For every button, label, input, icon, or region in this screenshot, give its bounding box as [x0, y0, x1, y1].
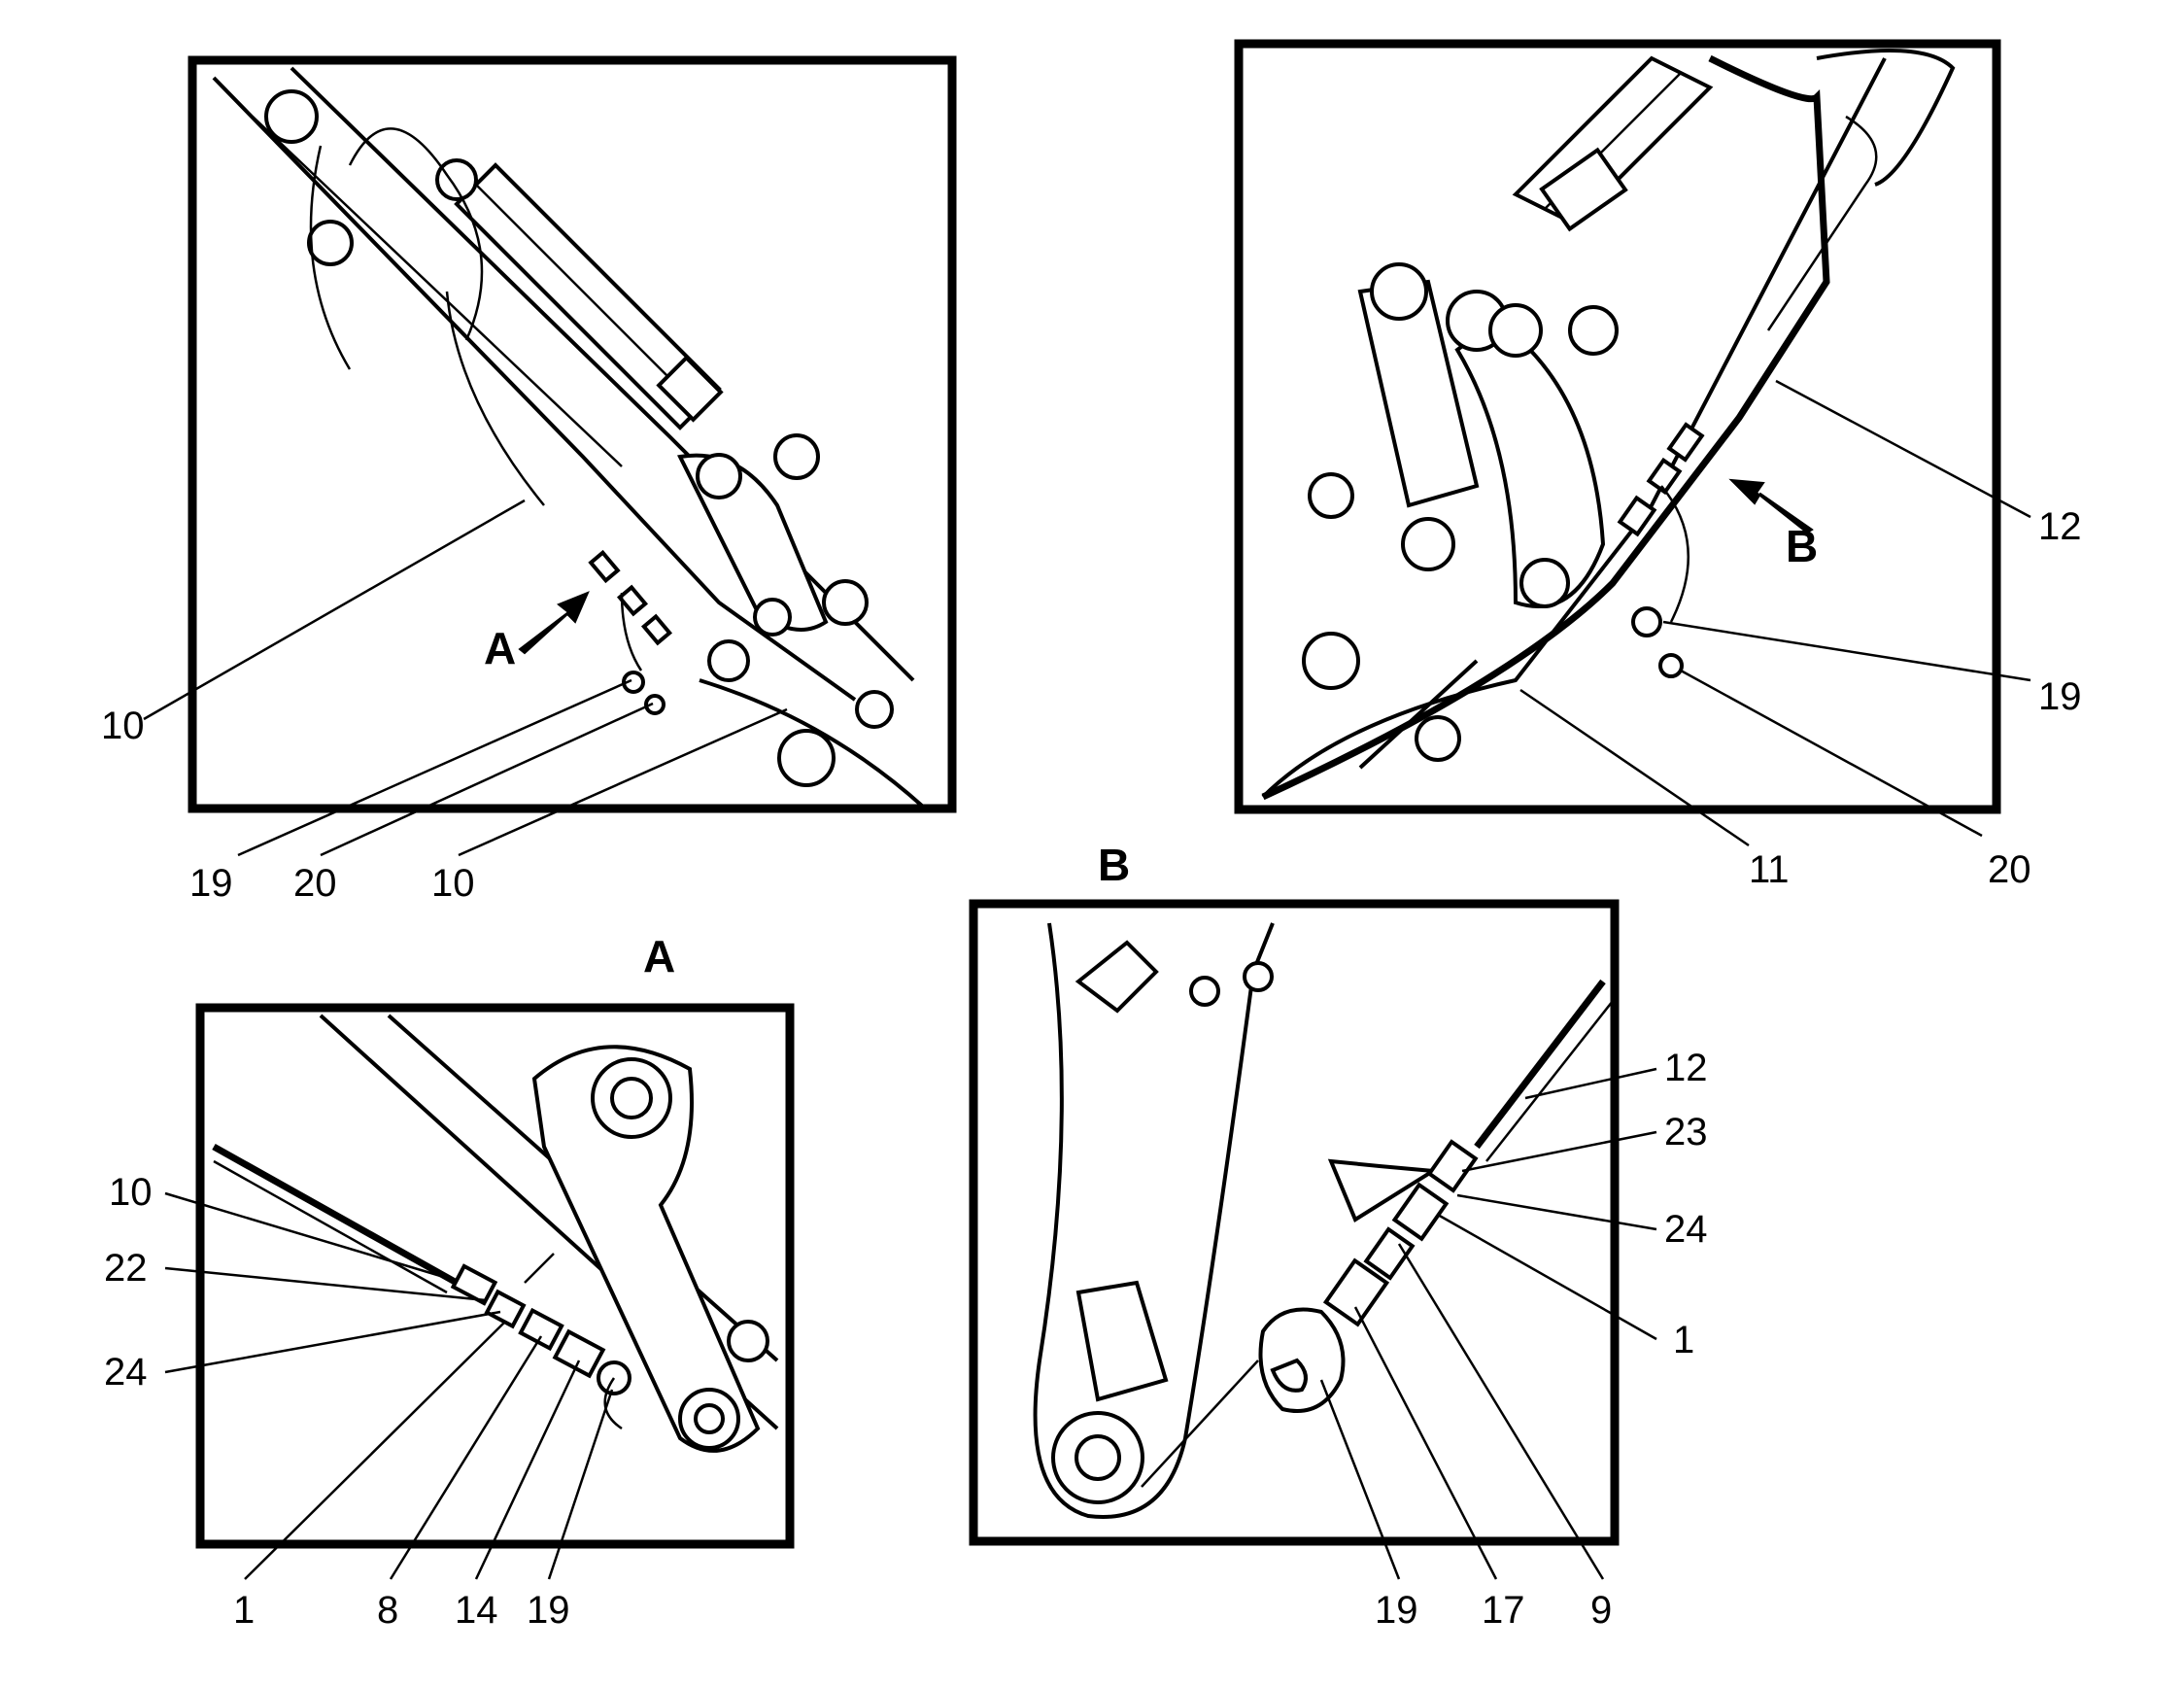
detail-a-view: A 10 — [104, 931, 795, 1632]
detail-a-frame — [195, 1003, 795, 1549]
detail-a-callout-1: 1 — [233, 1589, 255, 1632]
top-right-callout-12: 12 — [2038, 505, 2082, 548]
top-right-view: B 12 19 11 20 — [1234, 39, 2082, 891]
detail-b-title: B — [1098, 840, 1130, 890]
detail-a-callout-14: 14 — [455, 1589, 498, 1632]
top-left-callout-20: 20 — [293, 862, 337, 905]
top-right-boom-illustration — [1261, 49, 1956, 801]
detail-b-illustration — [1033, 922, 1614, 1519]
top-left-boom-illustration — [212, 66, 925, 809]
top-left-arrow-label: A — [484, 623, 516, 673]
detail-b-callout-24: 24 — [1664, 1208, 1708, 1251]
detail-a-callout-24: 24 — [104, 1351, 148, 1394]
detail-a-callout-22: 22 — [104, 1247, 148, 1290]
top-left-frame — [188, 55, 957, 813]
top-left-callout-10-upper: 10 — [101, 705, 145, 747]
detail-b-callout-19: 19 — [1375, 1589, 1418, 1632]
top-right-callout-20: 20 — [1988, 848, 2031, 891]
detail-a-callout-19: 19 — [527, 1589, 570, 1632]
top-right-arrow-label: B — [1786, 521, 1818, 571]
top-right-frame — [1234, 39, 2001, 814]
detail-a-title: A — [643, 931, 675, 981]
top-left-view: A 10 19 20 10 — [101, 55, 957, 905]
detail-b-callout-1: 1 — [1673, 1319, 1694, 1361]
detail-b-view: B — [969, 840, 1708, 1632]
top-right-callout-19: 19 — [2038, 675, 2082, 718]
top-left-callout-10-lower: 10 — [431, 862, 475, 905]
detail-b-callout-9: 9 — [1590, 1589, 1612, 1632]
top-right-callout-11: 11 — [1749, 848, 1790, 891]
detail-a-callout-10: 10 — [109, 1171, 153, 1214]
detail-a-illustration — [212, 1014, 779, 1453]
detail-b-callout-12: 12 — [1664, 1047, 1708, 1089]
detail-b-callout-17: 17 — [1482, 1589, 1525, 1632]
top-left-callout-19: 19 — [189, 862, 233, 905]
detail-a-callout-8: 8 — [377, 1589, 398, 1632]
detail-b-callout-23: 23 — [1664, 1111, 1708, 1153]
